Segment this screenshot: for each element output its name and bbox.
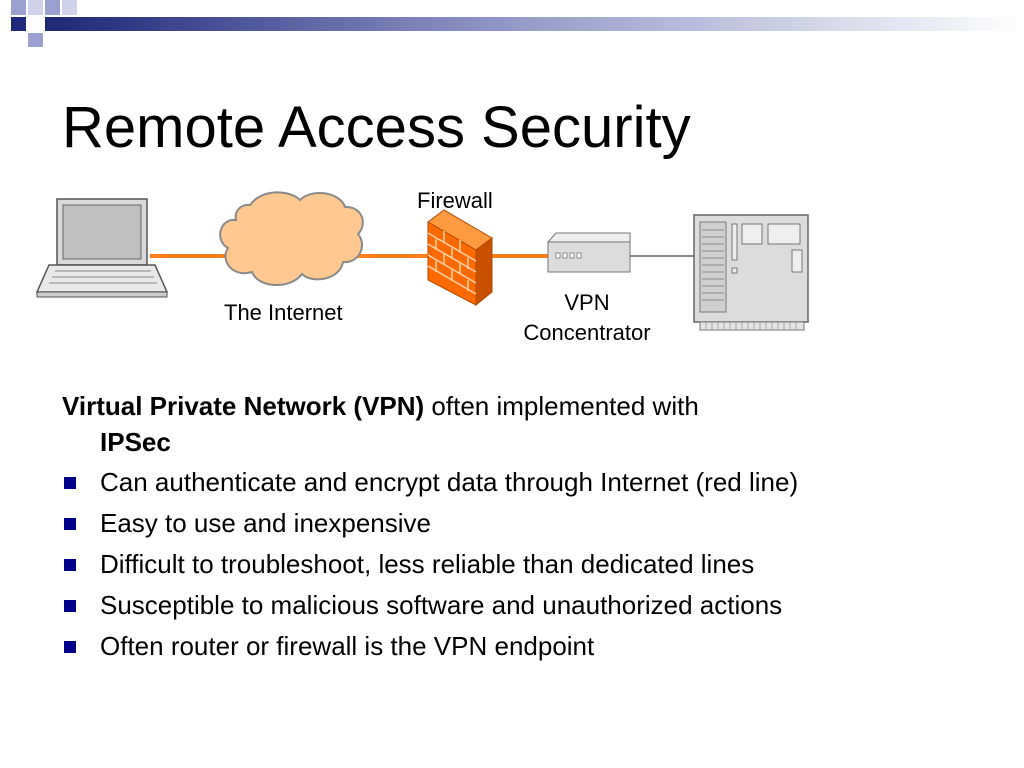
- bullet-item: Difficult to troubleshoot, less reliable…: [62, 544, 982, 585]
- firewall-label: Firewall: [417, 188, 493, 213]
- bullet-item: Often router or firewall is the VPN endp…: [62, 626, 982, 667]
- bullet-text: Susceptible to malicious software and un…: [100, 590, 783, 620]
- intro-paragraph: Virtual Private Network (VPN) often impl…: [62, 388, 982, 460]
- slide-body: Virtual Private Network (VPN) often impl…: [62, 388, 982, 667]
- page-title: Remote Access Security: [62, 95, 691, 160]
- vpn-concentrator-icon: [546, 232, 631, 273]
- vpn-label-line2: Concentrator: [523, 320, 651, 345]
- bullet-item: Can authenticate and encrypt data throug…: [62, 462, 982, 503]
- square-bullet-icon: [64, 641, 76, 653]
- bullet-text: Easy to use and inexpensive: [100, 508, 431, 538]
- network-diagram: [35, 191, 809, 331]
- square-bullet-icon: [64, 477, 76, 489]
- laptop-icon: [35, 198, 169, 298]
- slide-header-decoration: [11, 0, 1024, 47]
- bullet-item: Susceptible to malicious software and un…: [62, 585, 982, 626]
- bullet-text: Can authenticate and encrypt data throug…: [100, 467, 799, 497]
- firewall-icon: [427, 209, 493, 307]
- bullet-text: Difficult to troubleshoot, less reliable…: [100, 549, 755, 579]
- server-icon: [693, 214, 809, 331]
- bullet-list: Can authenticate and encrypt data throug…: [62, 462, 982, 667]
- vpn-concentrator-label: VPN Concentrator: [510, 288, 664, 348]
- bullet-text: Often router or firewall is the VPN endp…: [100, 631, 595, 661]
- square-bullet-icon: [64, 559, 76, 571]
- bullet-item: Easy to use and inexpensive: [62, 503, 982, 544]
- square-bullet-icon: [64, 600, 76, 612]
- intro-rest-text: often implemented with: [424, 391, 699, 421]
- internet-label: The Internet: [224, 300, 343, 325]
- vpn-label-line1: VPN: [564, 290, 610, 315]
- internet-cloud-icon: [219, 191, 364, 287]
- intro-bold-text: Virtual Private Network (VPN): [62, 391, 425, 421]
- square-bullet-icon: [64, 518, 76, 530]
- intro-bold-ipsec: IPSec: [100, 427, 171, 457]
